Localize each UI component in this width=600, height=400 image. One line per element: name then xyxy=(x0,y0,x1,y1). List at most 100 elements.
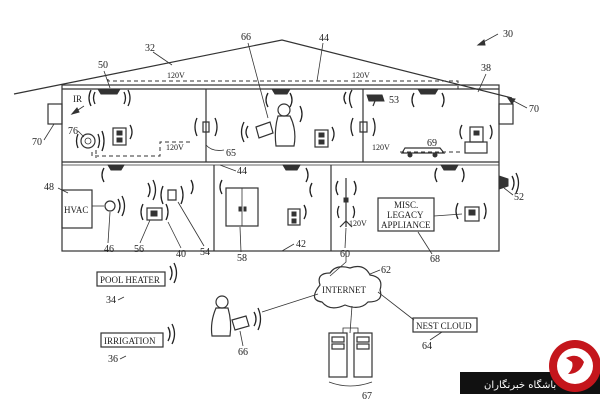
leader-person-bottom xyxy=(239,330,244,347)
ref-wiring-top: 44 xyxy=(319,33,329,44)
light-54 xyxy=(167,189,177,201)
thermostat-low xyxy=(104,200,116,212)
wave-thermostat-left xyxy=(75,133,79,149)
leader-sensor-right xyxy=(503,187,514,196)
outdoor-light-right xyxy=(498,175,509,190)
outlet-low-left-socket xyxy=(150,210,158,217)
leader-irrigation xyxy=(119,355,127,360)
wave-lower-mid-ceiling xyxy=(190,179,223,195)
ref-roof: 32 xyxy=(145,43,155,54)
leader-floor xyxy=(281,243,295,252)
hvac-box xyxy=(61,189,93,229)
outlet-upper-right xyxy=(469,126,484,143)
outlet-upper-left-socket1 xyxy=(116,130,123,136)
wave-antenna-top xyxy=(335,180,357,196)
outdoor-device-left xyxy=(47,103,63,125)
volt-low: 120V xyxy=(349,219,367,228)
ref-person-bottom: 66 xyxy=(238,347,248,358)
watermark-logo-mark xyxy=(566,355,584,374)
outlet-low-mid-socket1 xyxy=(291,211,297,217)
wave-outlet-low-left xyxy=(140,203,169,221)
antenna-to-cloud xyxy=(329,251,347,277)
antenna-dot xyxy=(343,197,349,203)
wave-thermo-mid xyxy=(194,117,218,137)
ref-wiring-mid: 44 xyxy=(237,166,247,177)
server-1-drive2 xyxy=(331,343,345,350)
outlet-upper-mid-socket1 xyxy=(318,132,325,138)
server-1-drive1 xyxy=(331,336,345,343)
server-link xyxy=(342,327,359,333)
volt-top-right: 120V xyxy=(352,71,370,80)
leader-roof xyxy=(152,51,173,66)
person-bottom-body xyxy=(210,307,232,337)
antenna-base xyxy=(339,220,353,228)
server-2-drive1 xyxy=(356,336,370,343)
leader-wiring-mid xyxy=(219,164,237,172)
label-misc-2: LEGACY xyxy=(387,210,424,220)
outlet-upper-left-socket2 xyxy=(116,137,123,143)
wave-thermo-low xyxy=(117,195,126,217)
leader-sensor-top-left xyxy=(103,70,111,89)
figure-number-label: 30 xyxy=(503,29,513,40)
ir-arrowhead xyxy=(70,107,80,115)
ref-servers: 67 xyxy=(362,391,372,400)
ref-hvac: 48 xyxy=(44,182,54,193)
ref-sensor-40: 40 xyxy=(176,249,186,260)
outlet-upper-mid xyxy=(314,129,329,148)
door-handle-2 xyxy=(243,206,247,212)
leader-door xyxy=(239,226,242,253)
appliance-wire xyxy=(433,213,463,217)
leader-outlet-low xyxy=(139,219,151,244)
cloud-to-person xyxy=(261,293,319,313)
leader-cloud xyxy=(369,269,381,275)
wave-low-light-1 xyxy=(101,167,105,183)
watermark: باشگاه خبرنگاران xyxy=(460,340,600,394)
person-bottom-head xyxy=(215,295,229,309)
leader-light-54 xyxy=(177,201,205,247)
vehicle-wheel-1 xyxy=(407,152,413,158)
wave-pool xyxy=(169,262,178,284)
server-1 xyxy=(328,332,348,378)
ref-floor: 42 xyxy=(296,239,306,250)
volt-right: 120V xyxy=(372,143,390,152)
ref-wire-mid: 65 xyxy=(226,148,236,159)
wave-thermo-right xyxy=(350,117,376,137)
leader-sensor-top-right xyxy=(477,73,487,93)
misc-appliance-box xyxy=(377,197,435,232)
ref-antenna: 60 xyxy=(340,249,350,260)
ref-cloud: 62 xyxy=(381,265,391,276)
ref-light-54: 54 xyxy=(200,247,210,258)
wave-light-54 xyxy=(160,185,184,205)
door-handle-1 xyxy=(238,206,242,212)
irrigation-box xyxy=(100,332,164,348)
person-top-head xyxy=(277,103,291,117)
ceiling-light-2 xyxy=(271,88,291,95)
wave-upper-left-1 xyxy=(88,89,96,107)
wave-person-bottom xyxy=(253,307,262,331)
camera-mount xyxy=(372,100,376,107)
ref-vehicle: 69 xyxy=(427,138,437,149)
wave-low-light-3 xyxy=(434,167,465,183)
ref-door: 58 xyxy=(237,253,247,264)
volt-mid: 120V xyxy=(166,143,184,152)
ref-outer-top-right: 70 xyxy=(529,104,539,115)
ref-sensor-top-right: 38 xyxy=(481,63,491,74)
person-top-body xyxy=(274,115,296,147)
wave-upper-left-2 xyxy=(123,89,131,107)
pool-heater-box xyxy=(96,271,166,287)
tablet-bottom xyxy=(231,315,250,331)
leader-person-top xyxy=(247,42,269,119)
leader-wiring-top xyxy=(316,42,324,82)
outlet-upper-left xyxy=(112,127,127,146)
ceiling-light-low-3 xyxy=(440,164,459,171)
wave-lower-mid-right xyxy=(309,182,313,198)
outlet-upper-mid-socket2 xyxy=(318,139,325,145)
vehicle-body xyxy=(400,147,446,154)
wave-outlet-low-mid xyxy=(303,204,307,220)
wire-65 xyxy=(205,144,225,151)
arrowhead-outer-right xyxy=(506,97,516,105)
nest-cloud-box xyxy=(412,317,478,333)
device-upper-right xyxy=(464,141,488,154)
outlet-upper-right-socket xyxy=(473,130,480,136)
thermostat-icon xyxy=(80,133,96,149)
